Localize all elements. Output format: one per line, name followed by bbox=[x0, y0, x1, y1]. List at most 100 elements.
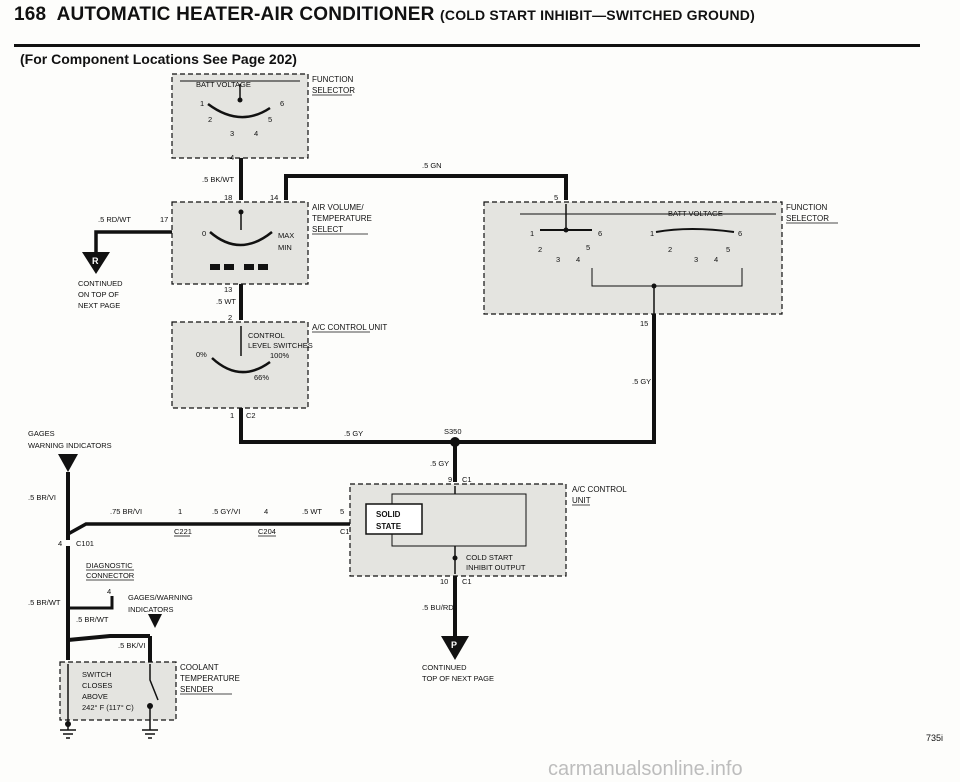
svg-text:4: 4 bbox=[714, 255, 718, 264]
svg-text:10: 10 bbox=[440, 577, 448, 586]
svg-text:A/C CONTROL: A/C CONTROL bbox=[572, 485, 627, 494]
ground-symbols bbox=[60, 729, 158, 739]
diagram-subtitle: (COLD START INHIBIT—SWITCHED GROUND) bbox=[440, 7, 755, 23]
wire-gy: .5 GY bbox=[344, 429, 363, 438]
wire-wt: .5 WT bbox=[216, 297, 236, 306]
svg-text:INDICATORS: INDICATORS bbox=[128, 605, 174, 614]
svg-text:4: 4 bbox=[107, 587, 111, 596]
svg-text:CONNECTOR: CONNECTOR bbox=[86, 571, 135, 580]
diagram-title: AUTOMATIC HEATER-AIR CONDITIONER bbox=[56, 4, 435, 25]
svg-text:6: 6 bbox=[280, 99, 284, 108]
svg-text:SELECT: SELECT bbox=[312, 225, 343, 234]
svg-text:242° F (117° C): 242° F (117° C) bbox=[82, 703, 134, 712]
svg-text:TEMPERATURE: TEMPERATURE bbox=[312, 214, 372, 223]
wire-brwt: .5 BR/WT bbox=[28, 598, 61, 607]
wire-gy-right: .5 GY bbox=[632, 377, 651, 386]
svg-text:5: 5 bbox=[268, 115, 272, 124]
svg-text:1: 1 bbox=[178, 507, 182, 516]
svg-text:SOLID: SOLID bbox=[376, 510, 401, 519]
svg-text:4: 4 bbox=[58, 539, 62, 548]
svg-text:4: 4 bbox=[264, 507, 268, 516]
svg-text:1: 1 bbox=[650, 229, 654, 238]
svg-text:13: 13 bbox=[224, 285, 232, 294]
svg-text:ABOVE: ABOVE bbox=[82, 692, 108, 701]
svg-text:0%: 0% bbox=[196, 350, 207, 359]
svg-text:SENDER: SENDER bbox=[180, 685, 214, 694]
batt-voltage-label: BATT VOLTAGE bbox=[196, 80, 251, 89]
wire-bkvi: .5 BK/VI bbox=[118, 641, 146, 650]
svg-text:MIN: MIN bbox=[278, 243, 292, 252]
svg-text:15: 15 bbox=[640, 319, 648, 328]
svg-text:GAGES: GAGES bbox=[28, 429, 55, 438]
svg-text:4: 4 bbox=[576, 255, 580, 264]
title-rule bbox=[14, 44, 920, 47]
svg-text:LEVEL SWITCHES: LEVEL SWITCHES bbox=[248, 341, 313, 350]
selector-label: SELECTOR bbox=[312, 86, 355, 95]
svg-text:UNIT: UNIT bbox=[572, 496, 591, 505]
svg-text:.5 BR/WT: .5 BR/WT bbox=[76, 615, 109, 624]
svg-text:CLOSES: CLOSES bbox=[82, 681, 112, 690]
svg-text:18: 18 bbox=[224, 193, 232, 202]
ac-control-unit-bottom: SOLID STATE COLD START INHIBIT OUTPUT A/… bbox=[349, 483, 627, 577]
svg-text:TOP OF NEXT PAGE: TOP OF NEXT PAGE bbox=[422, 674, 494, 683]
svg-text:COOLANT: COOLANT bbox=[180, 663, 219, 672]
svg-text:P: P bbox=[451, 640, 457, 650]
svg-text:100%: 100% bbox=[270, 351, 290, 360]
function-selector-right: BATT VOLTAGE 1 2 3 4 5 6 1 2 3 4 5 6 FUN… bbox=[483, 201, 838, 315]
air-volume-temperature-select: 0 MAX MIN AIR VOLUME/ TEMPERATURE SELECT bbox=[171, 201, 372, 285]
svg-text:1: 1 bbox=[230, 411, 234, 420]
svg-text:4: 4 bbox=[254, 129, 258, 138]
svg-text:R: R bbox=[92, 256, 99, 266]
svg-text:SWITCH: SWITCH bbox=[82, 670, 112, 679]
svg-text:MAX: MAX bbox=[278, 231, 294, 240]
page-title: 168 AUTOMATIC HEATER-AIR CONDITIONER (CO… bbox=[14, 4, 755, 26]
svg-text:TEMPERATURE: TEMPERATURE bbox=[180, 674, 240, 683]
svg-text:GAGES/WARNING: GAGES/WARNING bbox=[128, 593, 193, 602]
svg-text:.5 GY/VI: .5 GY/VI bbox=[212, 507, 240, 516]
svg-text:ON TOP OF: ON TOP OF bbox=[78, 290, 119, 299]
svg-text:1: 1 bbox=[200, 99, 204, 108]
wire-gn: .5 GN bbox=[422, 161, 442, 170]
page-number: 168 bbox=[14, 4, 47, 25]
svg-text:INHIBIT OUTPUT: INHIBIT OUTPUT bbox=[466, 563, 526, 572]
wire-rdwt: .5 RD/WT bbox=[98, 215, 131, 224]
wire-burd: .5 BU/RD bbox=[422, 603, 454, 612]
svg-text:C221: C221 bbox=[174, 527, 192, 536]
svg-text:6: 6 bbox=[598, 229, 602, 238]
svg-text:C1: C1 bbox=[462, 577, 472, 586]
reference-p: P bbox=[441, 636, 469, 660]
splice-s350: S350 bbox=[444, 427, 462, 436]
svg-text:C1: C1 bbox=[462, 475, 472, 484]
svg-text:C204: C204 bbox=[258, 527, 276, 536]
gages-reference-arrow bbox=[58, 454, 78, 472]
svg-text:.5 WT: .5 WT bbox=[302, 507, 322, 516]
svg-text:5: 5 bbox=[586, 243, 590, 252]
svg-text:C2: C2 bbox=[246, 411, 256, 420]
svg-text:2: 2 bbox=[538, 245, 542, 254]
svg-text:3: 3 bbox=[556, 255, 560, 264]
svg-text:CONTINUED: CONTINUED bbox=[422, 663, 467, 672]
wire-bkwt: .5 BK/WT bbox=[202, 175, 235, 184]
svg-text:STATE: STATE bbox=[376, 522, 402, 531]
svg-text:C101: C101 bbox=[76, 539, 94, 548]
svg-text:.75 BR/VI: .75 BR/VI bbox=[110, 507, 142, 516]
function-label: FUNCTION bbox=[312, 75, 354, 84]
svg-text:CONTINUED: CONTINUED bbox=[78, 279, 123, 288]
svg-text:COLD START: COLD START bbox=[466, 553, 513, 562]
svg-text:66%: 66% bbox=[254, 373, 269, 382]
svg-text:DIAGNOSTIC: DIAGNOSTIC bbox=[86, 561, 133, 570]
svg-text:2: 2 bbox=[668, 245, 672, 254]
svg-text:0: 0 bbox=[202, 229, 206, 238]
svg-text:AIR VOLUME/: AIR VOLUME/ bbox=[312, 203, 364, 212]
svg-text:1: 1 bbox=[530, 229, 534, 238]
wire-brvi: .5 BR/VI bbox=[28, 493, 56, 502]
svg-text:3: 3 bbox=[230, 129, 234, 138]
svg-text:3: 3 bbox=[694, 255, 698, 264]
reference-r: R bbox=[82, 252, 110, 274]
watermark: carmanualsonline.info bbox=[548, 758, 743, 780]
svg-text:17: 17 bbox=[160, 215, 168, 224]
svg-text:5: 5 bbox=[340, 507, 344, 516]
svg-text:2: 2 bbox=[208, 115, 212, 124]
svg-text:9: 9 bbox=[448, 475, 452, 484]
